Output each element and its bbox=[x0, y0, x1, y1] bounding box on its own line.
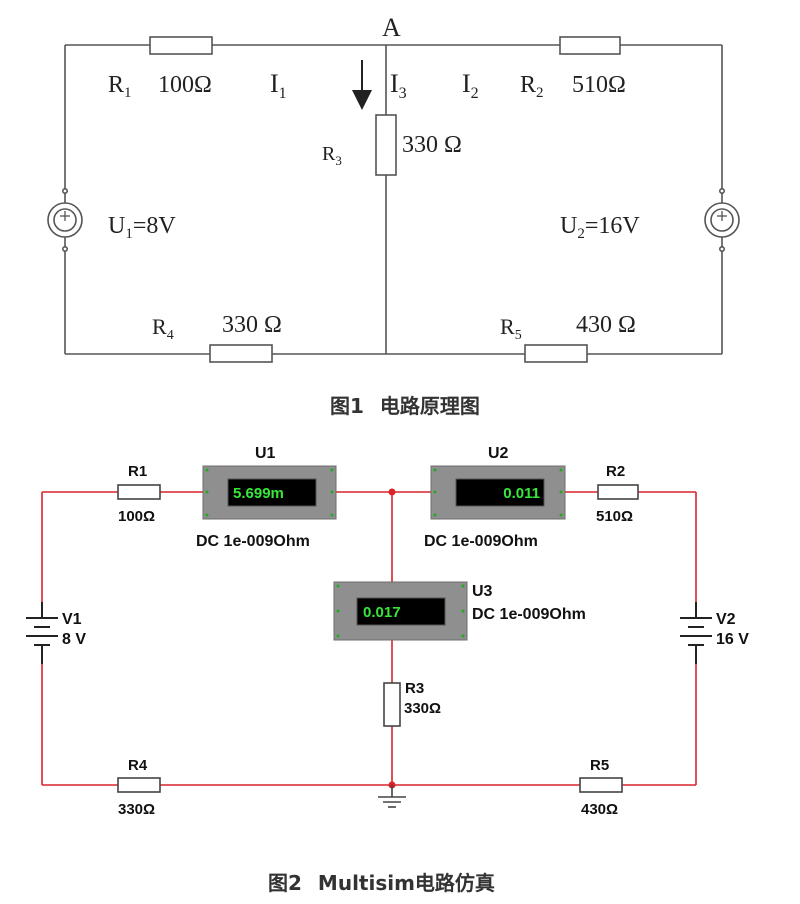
fig2-u3-meter: 0.017 bbox=[333, 581, 468, 641]
fig2-r4-label: R4 bbox=[128, 757, 148, 774]
fig2-r3-resistor bbox=[383, 682, 401, 727]
fig1-i2-label: I2 bbox=[462, 69, 479, 102]
fig1-r4-value: 330 Ω bbox=[222, 312, 282, 338]
fig2-top-junction bbox=[388, 488, 396, 496]
fig1-r1-label: R1 bbox=[108, 72, 132, 101]
fig2-u2-mode: DC 1e-009Ohm bbox=[424, 533, 538, 550]
fig1-u1-label: U1=8V bbox=[108, 213, 176, 242]
figure1-schematic bbox=[64, 44, 723, 355]
fig1-r5-label: R5 bbox=[500, 314, 522, 343]
fig1-r5-value: 430 Ω bbox=[576, 312, 636, 338]
fig1-node-a: A bbox=[382, 13, 401, 42]
fig1-r3-resistor bbox=[375, 114, 397, 176]
fig1-u2-label: U2=16V bbox=[560, 213, 640, 242]
fig2-v1-value: 8 V bbox=[62, 631, 86, 648]
fig1-r2-label: R2 bbox=[520, 72, 544, 101]
fig1-r3-value: 330 Ω bbox=[402, 132, 462, 158]
fig2-v2-value: 16 V bbox=[716, 631, 749, 648]
fig1-i3-arrow bbox=[352, 60, 372, 110]
fig2-r2-resistor bbox=[597, 484, 639, 500]
fig2-u2-reading: 0.011 bbox=[503, 485, 540, 502]
fig2-r2-label: R2 bbox=[606, 463, 625, 480]
fig2-u3-mode: DC 1e-009Ohm bbox=[472, 606, 586, 623]
figure2-wires bbox=[41, 491, 697, 786]
fig1-r1-resistor bbox=[149, 36, 213, 55]
fig1-r3-label: R3 bbox=[322, 143, 342, 168]
fig2-u1-meter: 5.699m bbox=[202, 465, 337, 520]
fig2-u2-label: U2 bbox=[488, 445, 509, 462]
fig2-r1-value: 100Ω bbox=[118, 508, 155, 525]
fig2-r5-value: 430Ω bbox=[581, 801, 618, 818]
fig2-r1-label: R1 bbox=[128, 463, 147, 480]
fig2-r3-label: R3 bbox=[405, 680, 424, 697]
fig2-u2-meter: 0.011 bbox=[430, 465, 566, 520]
fig2-u1-mode: DC 1e-009Ohm bbox=[196, 533, 310, 550]
fig1-r1-value: 100Ω bbox=[158, 72, 212, 98]
fig1-i3-label: I3 bbox=[390, 69, 407, 102]
fig1-u1-source bbox=[47, 188, 83, 253]
fig2-v2-battery-icon bbox=[680, 602, 712, 664]
fig2-v1-battery-icon bbox=[26, 602, 58, 664]
fig2-r5-resistor bbox=[579, 777, 623, 793]
fig1-r2-resistor bbox=[559, 36, 621, 55]
fig2-r3-value: 330Ω bbox=[404, 700, 441, 717]
fig1-r5-resistor bbox=[524, 344, 588, 363]
fig1-r2-value: 510Ω bbox=[572, 72, 626, 98]
fig2-v1-label: V1 bbox=[62, 611, 82, 628]
fig2-v2-label: V2 bbox=[716, 611, 736, 628]
fig2-r1-resistor bbox=[117, 484, 161, 500]
fig2-r2-value: 510Ω bbox=[596, 508, 633, 525]
fig2-ground-icon bbox=[378, 785, 406, 808]
fig1-u2-source bbox=[704, 188, 740, 253]
fig2-r4-resistor bbox=[117, 777, 161, 793]
fig2-u1-reading: 5.699m bbox=[233, 485, 284, 502]
fig1-i1-label: I1 bbox=[270, 69, 287, 102]
fig2-r5-label: R5 bbox=[590, 757, 609, 774]
fig1-r4-label: R4 bbox=[152, 314, 174, 343]
fig2-u3-label: U3 bbox=[472, 583, 493, 600]
fig2-u3-reading: 0.017 bbox=[363, 604, 401, 621]
fig2-u1-label: U1 bbox=[255, 445, 276, 462]
fig1-r4-resistor bbox=[209, 344, 273, 363]
fig2-r4-value: 330Ω bbox=[118, 801, 155, 818]
